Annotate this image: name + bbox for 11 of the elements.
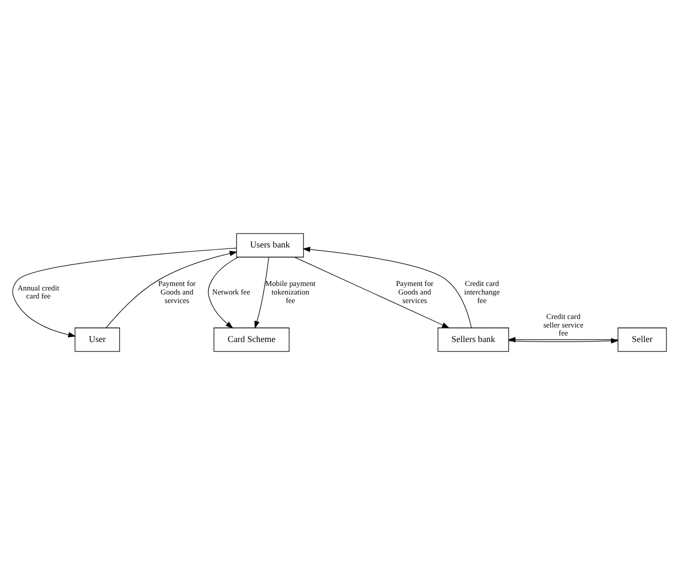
- arrow: [254, 256, 270, 329]
- arrow: [208, 256, 238, 328]
- arrow: [106, 250, 238, 328]
- node-box: Users bank: [236, 233, 304, 258]
- arrow: [302, 246, 472, 328]
- arrow: [294, 256, 450, 328]
- node-box: Sellers bank: [438, 328, 510, 352]
- arrow: [12, 248, 237, 338]
- node-box: Seller: [618, 328, 667, 352]
- node-box: Card Scheme: [214, 328, 290, 352]
- node-box: User: [74, 328, 120, 352]
